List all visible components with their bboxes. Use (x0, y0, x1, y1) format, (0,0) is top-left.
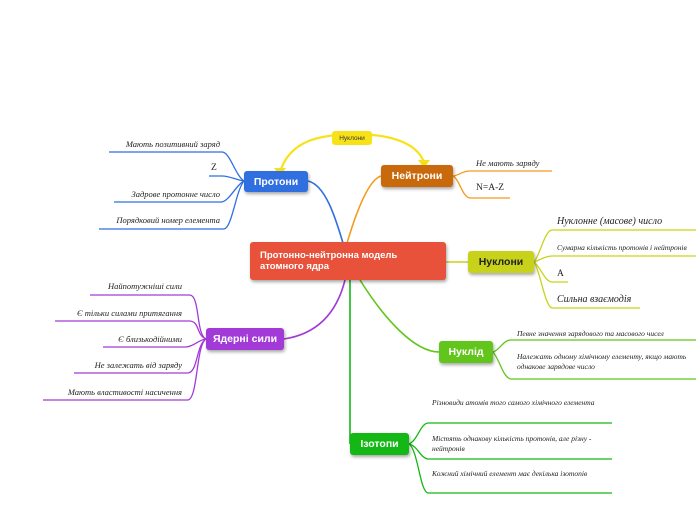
neutrons-item-2: N=A-Z (476, 183, 505, 193)
topic-nucleons[interactable]: Нуклони (468, 251, 534, 273)
topic-protons-label: Протони (253, 175, 299, 188)
central-topic[interactable]: Протонно-нейтронна модель атомного ядра (250, 242, 446, 280)
topic-neutrons[interactable]: Нейтрони (381, 165, 453, 187)
nucleons-item-2: Сумарна кількість протонів і нейтронів (557, 243, 687, 252)
topic-neutrons-label: Нейтрони (391, 170, 443, 182)
topic-nucleons-label: Нуклони (478, 256, 524, 268)
topic-nuclide-label: Нуклід (448, 346, 484, 358)
nuclide-item-2: Належать одному хімічному елементу, якщо… (517, 352, 687, 371)
topic-isotopes-label: Ізотопи (360, 438, 399, 450)
nuclear-forces-item-2: Є тільки силами притягання (76, 308, 182, 318)
topic-nuclear-forces-label: Ядерні сили (212, 333, 278, 345)
link-protons (307, 180, 346, 251)
isotopes-item-3: Кожний хімічний елемент має декілька ізо… (432, 469, 588, 478)
nucleons-item-4: Сильна взаємодія (557, 294, 632, 305)
protons-item-3: Задрове протонне число (131, 189, 220, 199)
nuclear-forces-item-5: Мають властивості насичення (67, 387, 182, 397)
link-neutrons (344, 175, 382, 251)
protons-item-1: Мають позитивний заряд (125, 139, 220, 149)
topic-nuclear-forces[interactable]: Ядерні сили (206, 328, 284, 350)
nucleons-item-1: Нуклонне (масове) число (557, 216, 663, 227)
protons-item-2: Z (211, 163, 217, 173)
arrowhead-right (418, 160, 430, 168)
central-topic-label: Протонно-нейтронна модель атомного ядра (260, 250, 398, 272)
nuclear-forces-item-4: Не залежать від заряду (94, 360, 182, 370)
nuclear-forces-item-3: Є близькодійними (118, 334, 182, 344)
nucleons-item-3: A (557, 269, 564, 279)
topic-protons[interactable]: Протони (244, 171, 308, 192)
isotopes-item-1: Різновиди атомів того самого хімічного е… (432, 398, 595, 407)
neutrons-item-1: Не мають заряду (476, 158, 540, 168)
topic-isotopes[interactable]: Ізотопи (350, 433, 409, 455)
nuclide-item-1: Певне значення зарядового та масового чи… (517, 329, 664, 338)
protons-item-4: Порядковий номер елемента (116, 215, 220, 225)
topic-nuclide[interactable]: Нуклід (439, 341, 493, 363)
nucleons-link-label: Нуклони (332, 131, 372, 145)
isotopes-item-2: Містять однакову кількість протонів, але… (432, 434, 592, 453)
link-nuclear-forces (283, 279, 346, 340)
link-nuclide (359, 279, 440, 353)
nuclear-forces-item-1: Найпотужніші сили (108, 281, 182, 291)
